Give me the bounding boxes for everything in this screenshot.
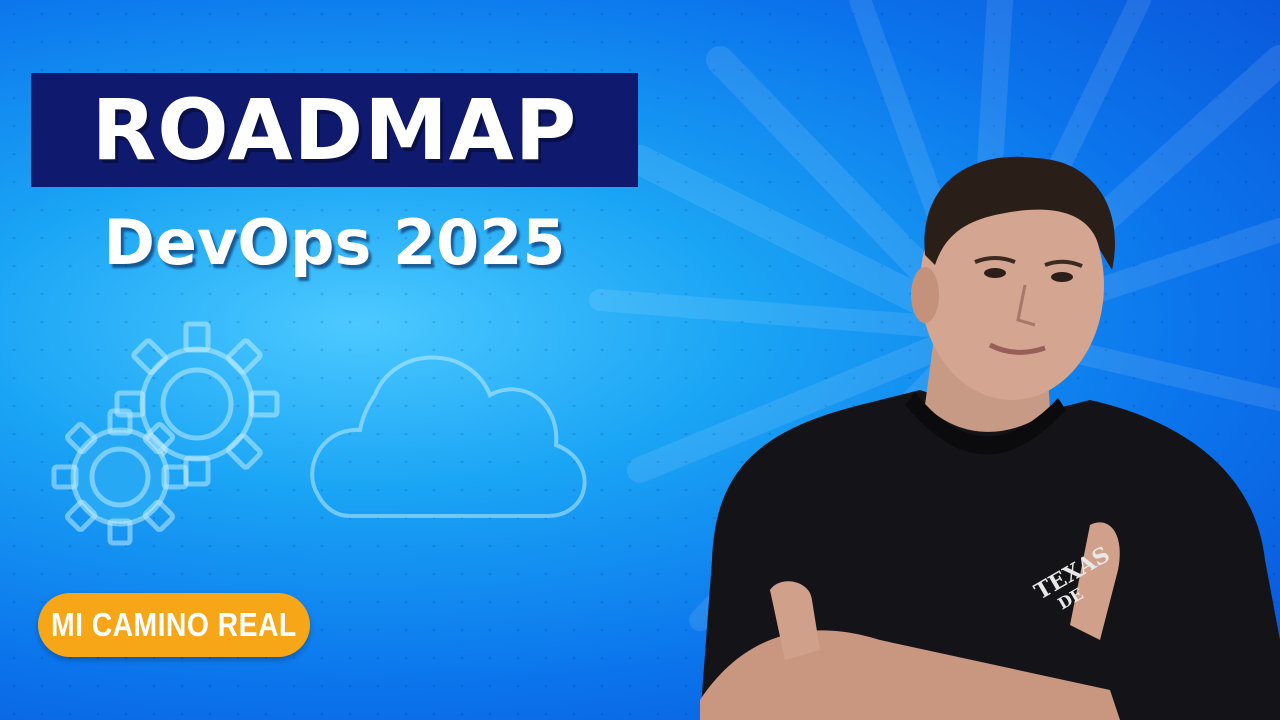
subtitle-text: DevOps 2025 <box>103 206 566 279</box>
title-text: ROADMAP <box>91 81 578 179</box>
title-banner: ROADMAP <box>31 73 638 187</box>
cloud-icon <box>310 355 587 518</box>
gears-icon <box>51 321 280 546</box>
badge-label: MI CAMINO REAL <box>51 606 297 643</box>
badge-pill: MI CAMINO REAL <box>38 593 310 657</box>
